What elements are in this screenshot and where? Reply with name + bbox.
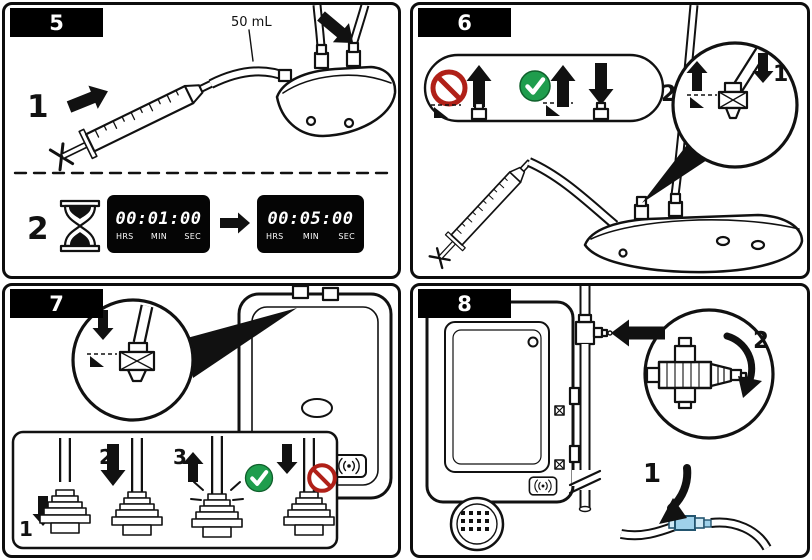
panel5-illustration: 50 mL 1 2 xyxy=(13,5,397,253)
panel8-illustration: 2 1 xyxy=(425,286,775,552)
zoom-pointer xyxy=(187,308,297,378)
zoom-circle: 2 xyxy=(643,308,775,440)
tube-fitting xyxy=(118,341,156,383)
zoom-circle: 2 1 xyxy=(661,41,799,169)
timer-units: HRS MIN SEC xyxy=(262,232,359,241)
unit-sec: SEC xyxy=(338,231,355,241)
stadium-callout xyxy=(423,53,665,123)
screw-icon xyxy=(554,459,565,470)
syringe-icon xyxy=(47,67,222,175)
syringe-icon xyxy=(426,152,540,272)
timer-value: 00:01:00 xyxy=(115,208,202,229)
curved-arrow-head xyxy=(659,498,687,524)
sub-panel: 1 2 3 xyxy=(11,430,339,550)
manifold xyxy=(275,5,397,138)
panel-step-7: 1 2 3 xyxy=(2,283,401,558)
step1-arrow-icon xyxy=(64,79,113,119)
step-number: 8 xyxy=(457,291,472,316)
panel6-illustration: 2 1 xyxy=(423,5,804,274)
drain-tubing xyxy=(568,286,613,513)
drain-step-label: 1 xyxy=(643,459,661,489)
valve-zoom xyxy=(645,336,748,410)
panel-step-6: 2 1 6 xyxy=(410,2,810,279)
prohibited-icon xyxy=(309,465,335,491)
prohibited-icon xyxy=(433,72,465,104)
fig1-position-tube: 1 xyxy=(19,438,91,541)
floor-drain-icon xyxy=(449,496,505,552)
syringe-tube xyxy=(208,66,289,89)
step-number: 7 xyxy=(49,291,64,316)
ok-icon xyxy=(520,71,550,101)
fig1-label: 1 xyxy=(19,517,33,541)
timer-display-after: 00:05:00 HRS MIN SEC xyxy=(257,195,364,253)
fitting-icon xyxy=(592,101,610,121)
timer-value: 00:05:00 xyxy=(267,208,354,229)
step-number: 5 xyxy=(49,10,64,35)
unit-hrs: HRS xyxy=(116,231,134,241)
step-number-badge: 7 xyxy=(10,289,103,318)
fig3-label: 3 xyxy=(173,445,187,469)
rotate-arrow xyxy=(723,332,756,386)
step-number-badge: 8 xyxy=(418,289,511,318)
step-number-badge: 6 xyxy=(418,8,511,37)
hourglass-icon xyxy=(59,199,101,253)
fig4-wrong-way xyxy=(276,438,335,536)
speaker-icon xyxy=(528,476,558,496)
unit-min: MIN xyxy=(302,231,320,241)
volume-leader-line xyxy=(248,29,254,62)
shutoff-valve xyxy=(574,313,613,346)
step-number-badge: 5 xyxy=(10,8,103,37)
analyzer-device xyxy=(425,300,581,504)
screw-icon xyxy=(554,405,565,416)
fig2-push-tube: 2 xyxy=(99,438,163,536)
timer-display-before: 00:01:00 HRS MIN SEC xyxy=(107,195,210,253)
push-step-label: 1 xyxy=(773,62,788,87)
unit-min: MIN xyxy=(150,231,168,241)
unit-sec: SEC xyxy=(184,231,201,241)
rotate-arrow-head xyxy=(738,376,762,398)
step2-label: 2 xyxy=(27,211,49,247)
unit-hrs: HRS xyxy=(266,231,284,241)
syringe-tube xyxy=(526,157,619,229)
tube-fitting xyxy=(717,81,749,120)
panel-step-8: 2 1 8 xyxy=(410,283,810,558)
fig3-pull-check: 3 xyxy=(173,436,273,538)
step-number: 6 xyxy=(457,10,472,35)
fitting-icon xyxy=(470,101,488,121)
drain-fitting-assembly xyxy=(620,515,772,551)
panel-step-5: 50 mL 1 2 00:01:00 HRS MIN SEC xyxy=(2,2,401,279)
step1-label: 1 xyxy=(27,89,49,125)
zoom-circle xyxy=(71,298,195,422)
volume-label: 50 mL xyxy=(231,15,272,30)
pull-step-label: 2 xyxy=(661,82,676,107)
panel7-illustration: 1 2 3 xyxy=(11,286,393,550)
ok-icon xyxy=(246,465,273,492)
tubing-break-mark xyxy=(568,469,602,495)
valve-step-label: 2 xyxy=(753,328,769,354)
click-marks xyxy=(190,481,244,501)
timer-units: HRS MIN SEC xyxy=(112,232,205,241)
then-arrow-icon xyxy=(220,212,250,234)
